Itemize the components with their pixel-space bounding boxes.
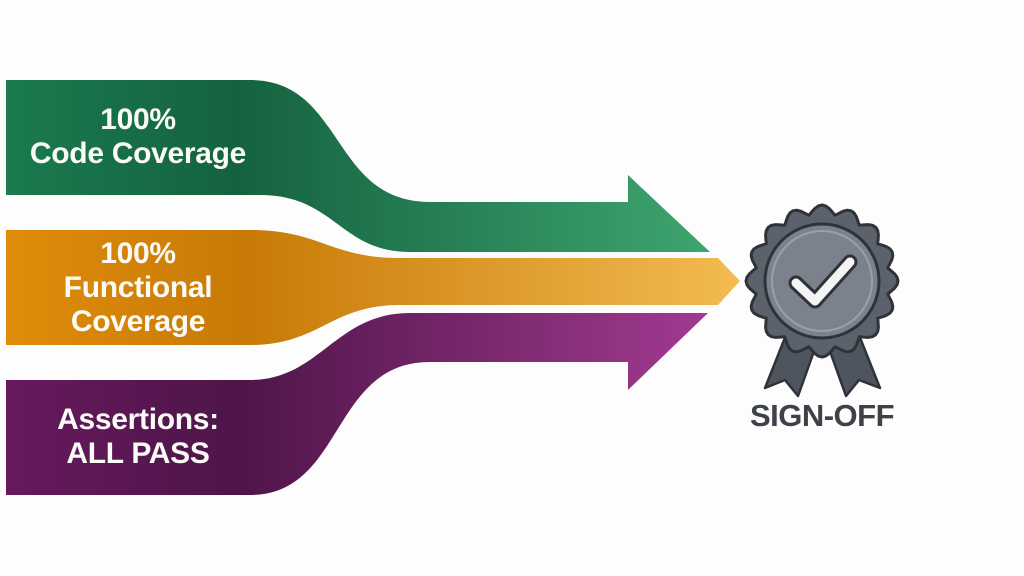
label-line: Functional: [63, 271, 213, 304]
assertions-arrow: [6, 313, 708, 495]
badge-inner-ring: [763, 222, 881, 340]
code-coverage-label: 100% Code Coverage: [6, 103, 270, 171]
label-line: 100%: [100, 237, 176, 270]
functional-coverage-label: 100% Functional Coverage: [6, 237, 270, 339]
label-line: Code Coverage: [29, 137, 247, 170]
assertions-label: Assertions: ALL PASS: [6, 403, 270, 471]
badge-inner-highlight: [771, 230, 873, 332]
code-coverage-arrow: [6, 80, 710, 252]
sign-off-badge-icon: [744, 203, 900, 398]
checkmark-fill: [791, 257, 855, 306]
functional-coverage-arrow: [6, 230, 740, 345]
label-line: Assertions:: [57, 403, 219, 436]
label-line: ALL PASS: [66, 437, 210, 470]
label-line: Coverage: [70, 305, 206, 338]
label-line: 100%: [100, 103, 176, 136]
sign-off-label: SIGN-OFF: [749, 398, 895, 433]
